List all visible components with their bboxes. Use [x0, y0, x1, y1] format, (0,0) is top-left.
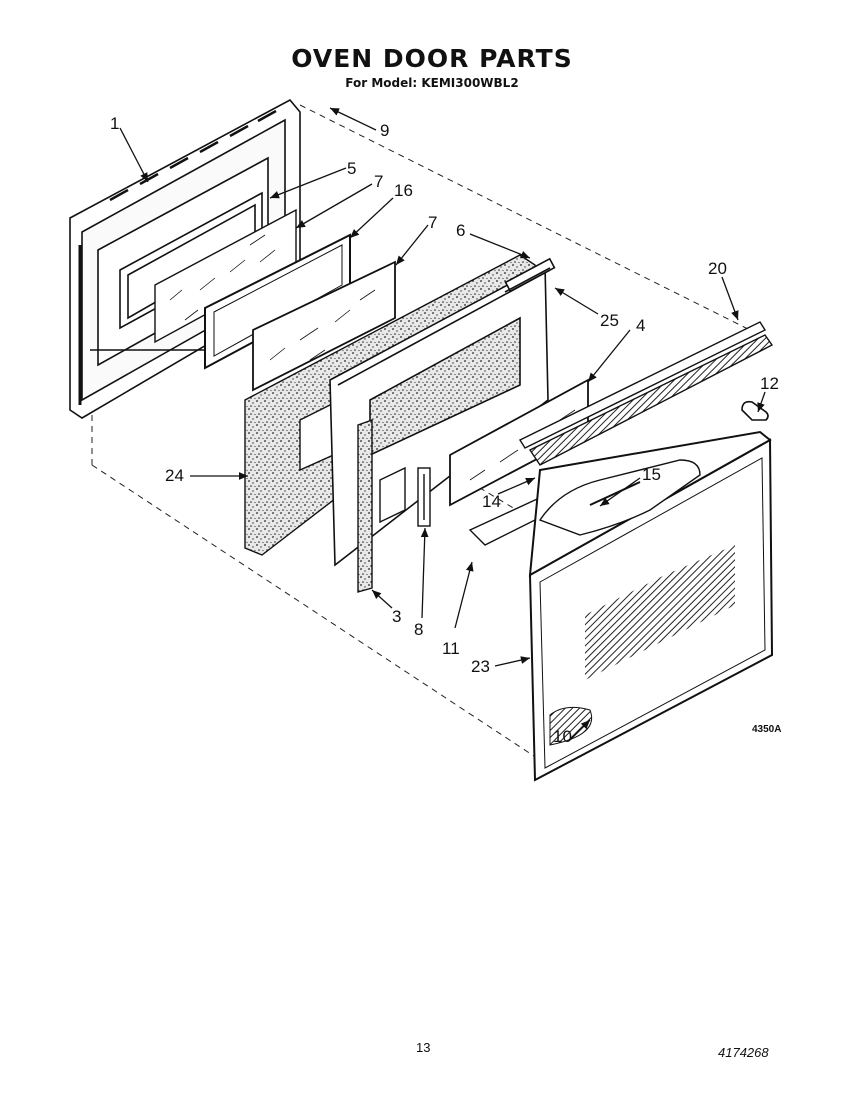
document-number: 4174268 [718, 1045, 769, 1060]
callout-5: 5 [347, 159, 356, 178]
callout-7-glass-pack: 7 [374, 172, 383, 191]
page-number: 13 [416, 1040, 431, 1055]
model-subtitle: For Model: KEMI300WBL2 [345, 76, 519, 90]
outer-door-frame [69, 98, 301, 419]
callout-1: 1 [110, 114, 119, 133]
callout-7-window-glass: 7 [428, 213, 437, 232]
callout-3: 3 [392, 607, 401, 626]
callout-24: 24 [165, 466, 184, 485]
callout-23: 23 [471, 657, 490, 676]
side-channel [357, 419, 373, 593]
callout-8: 8 [414, 620, 423, 639]
window-glass [252, 260, 396, 392]
callout-20: 20 [708, 259, 727, 278]
outer-door-panel [528, 430, 774, 782]
callout-12: 12 [760, 374, 779, 393]
framed-glass [204, 233, 351, 370]
callout-11: 11 [442, 639, 460, 658]
hinge-bracket [417, 467, 431, 527]
callout-14: 14 [482, 492, 501, 511]
callout-labels: 1 9 5 7 16 7 6 25 4 20 12 15 14 24 3 8 1… [110, 114, 781, 746]
callout-10: 10 [553, 727, 572, 746]
diagram-code: 4350A [752, 724, 781, 735]
callout-25: 25 [600, 311, 619, 330]
callout-leaders [119, 107, 766, 741]
callout-9: 9 [380, 121, 389, 140]
handle-end-cap [741, 400, 769, 421]
callout-6: 6 [456, 221, 465, 240]
callout-15: 15 [642, 465, 661, 484]
callout-4: 4 [636, 316, 645, 335]
handle-trim [518, 321, 774, 466]
shield-piece [379, 466, 406, 524]
page-title: OVEN DOOR PARTS [291, 44, 573, 73]
callout-16: 16 [394, 181, 413, 200]
